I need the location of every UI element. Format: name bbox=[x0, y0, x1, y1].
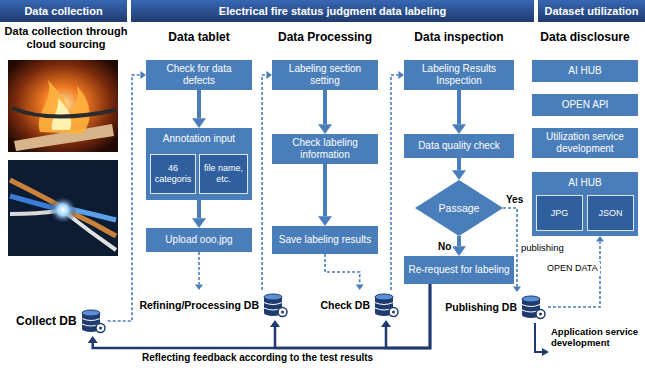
node-text: JPG bbox=[551, 208, 569, 219]
node-text: Labeling section setting bbox=[276, 63, 374, 87]
node-text: Save labeling results bbox=[279, 234, 371, 246]
process-box: Labeling section setting bbox=[272, 60, 378, 90]
flow-note: publishing bbox=[521, 242, 564, 253]
database-label: Check DB bbox=[320, 299, 370, 311]
node-text: Utilization service development bbox=[536, 131, 634, 155]
node-text: Check labeling information bbox=[276, 137, 374, 161]
process-box: Re-request for labeling bbox=[404, 256, 514, 284]
header-text: Data collection bbox=[24, 5, 102, 17]
node-text: 46 categoris bbox=[152, 163, 194, 185]
edge-label: OPEN DATA bbox=[545, 262, 600, 274]
node-text: Upload ooo.jpg bbox=[165, 234, 232, 246]
database-icon bbox=[373, 292, 399, 318]
data-link-dotted bbox=[108, 71, 146, 321]
database-icon bbox=[80, 308, 106, 334]
database-label: Collect DB bbox=[16, 314, 77, 328]
node-text: Data quality check bbox=[418, 140, 500, 152]
flow-arrow bbox=[192, 90, 206, 128]
database-icon bbox=[520, 294, 546, 320]
database-label: Publishing DB bbox=[445, 301, 517, 313]
node-text: AI HUB bbox=[568, 65, 601, 77]
column-heading: Data tablet bbox=[146, 30, 252, 44]
column-heading: Data inspection bbox=[404, 30, 514, 44]
process-box: Check labeling information bbox=[272, 134, 378, 164]
process-box: Data quality check bbox=[404, 134, 514, 158]
data-link-dotted bbox=[195, 252, 203, 290]
header-band: Electrical fire status judgment data lab… bbox=[131, 0, 534, 22]
process-box: Save labeling results bbox=[272, 226, 378, 254]
edge-label: No bbox=[436, 241, 453, 253]
database-node: Collect DB bbox=[14, 306, 108, 336]
flow-arrow bbox=[452, 236, 466, 256]
node-text: file name, etc. bbox=[201, 163, 246, 185]
process-box: Upload ooo.jpg bbox=[146, 228, 252, 252]
edge-label: Yes bbox=[504, 194, 525, 206]
column-heading: Data collection through cloud sourcing bbox=[4, 25, 128, 51]
node-text: Annotation input bbox=[146, 133, 252, 145]
decision-diamond: Passage bbox=[415, 180, 503, 236]
format-box: JPG bbox=[536, 195, 583, 231]
hub-group-box: AI HUB JPG JSON bbox=[532, 172, 638, 236]
header-text: Dataset utilization bbox=[544, 5, 638, 17]
service-box: AI HUB bbox=[532, 60, 638, 82]
flow-arrow bbox=[318, 90, 332, 134]
database-icon bbox=[262, 292, 288, 318]
node-text: Check for data defects bbox=[150, 63, 248, 87]
node-text: AI HUB bbox=[532, 177, 638, 189]
application-note: Application service development bbox=[551, 326, 643, 348]
edge-label: Reflecting feedback according to the tes… bbox=[140, 352, 375, 364]
service-box: OPEN API bbox=[532, 94, 638, 116]
field-box: 46 categoris bbox=[150, 154, 196, 194]
service-box: Utilization service development bbox=[532, 128, 638, 158]
format-box: JSON bbox=[587, 195, 634, 231]
database-node: Check DB bbox=[318, 290, 401, 320]
header-band: Data collection bbox=[0, 0, 127, 22]
header-band: Dataset utilization bbox=[538, 0, 645, 22]
node-text: Passage bbox=[439, 202, 480, 214]
data-link-dotted bbox=[391, 71, 404, 290]
cable-photo bbox=[8, 160, 118, 256]
column-heading: Data disclosure bbox=[532, 30, 638, 44]
process-box: Check for data defects bbox=[146, 60, 252, 90]
database-node: Refining/Processing DB bbox=[137, 290, 290, 320]
header-text: Electrical fire status judgment data lab… bbox=[219, 5, 446, 17]
node-text: JSON bbox=[598, 208, 622, 219]
column-heading: Data Processing bbox=[272, 30, 378, 44]
application-arrow bbox=[535, 323, 549, 356]
data-link-dotted bbox=[325, 254, 364, 290]
feedback-line bbox=[270, 284, 430, 348]
fire-photo bbox=[8, 60, 118, 152]
process-group-box: Annotation input 46 categoris file name, e… bbox=[146, 128, 252, 200]
node-text: OPEN API bbox=[562, 99, 609, 111]
field-box: file name, etc. bbox=[199, 154, 248, 194]
feedback-line bbox=[88, 284, 430, 348]
node-text: Re-request for labeling bbox=[408, 264, 509, 276]
flow-arrow bbox=[452, 90, 466, 134]
database-node: Publishing DB bbox=[443, 292, 548, 322]
node-text: Labeling Results Inspection bbox=[408, 63, 510, 87]
flow-arrow bbox=[192, 200, 206, 228]
feedback-line bbox=[381, 284, 430, 348]
flow-arrow bbox=[318, 164, 332, 226]
flow-arrow bbox=[452, 158, 466, 180]
data-link-dotted bbox=[262, 71, 272, 290]
database-label: Refining/Processing DB bbox=[139, 299, 259, 311]
process-box: Labeling Results Inspection bbox=[404, 60, 514, 90]
